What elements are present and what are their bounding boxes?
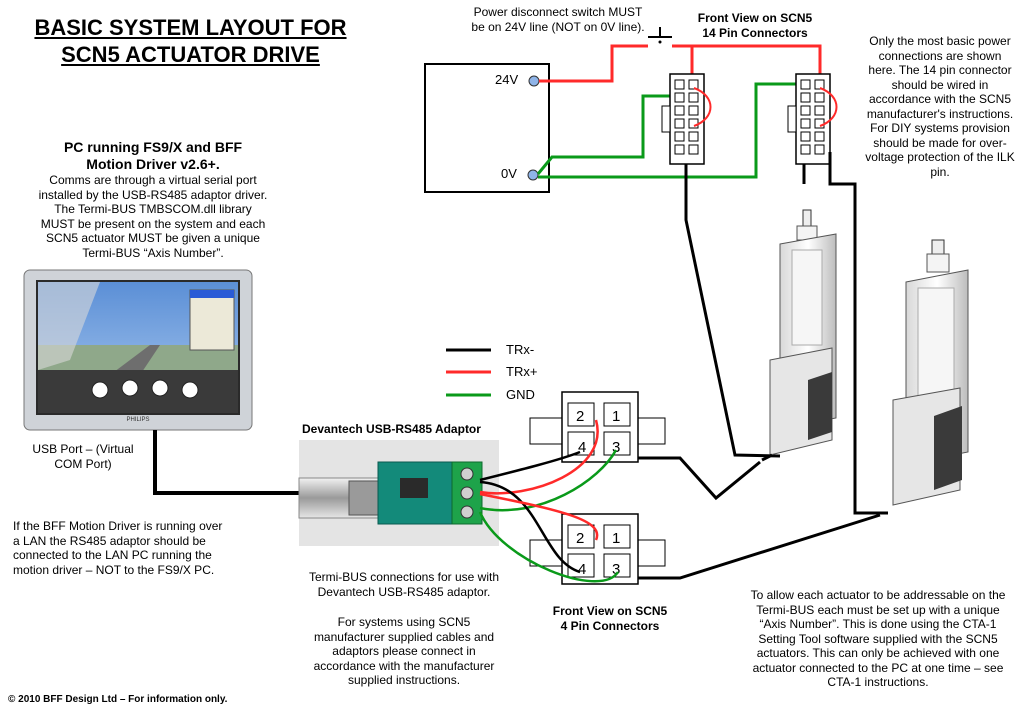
cable-actuator-1	[684, 164, 781, 458]
wire-gnd-top	[479, 449, 618, 512]
monitor-brand: PHILIPS	[126, 417, 150, 423]
connector-4pin-top	[529, 391, 666, 463]
wire-trx-plus-top	[479, 419, 599, 495]
pin-label-top-3: 3	[612, 439, 620, 456]
pin-label-bottom-3: 3	[612, 561, 620, 578]
power-note: Only the most basic power connections ar…	[865, 34, 1015, 179]
cable-4pin-top-to-actuator	[638, 456, 761, 501]
usb-port-label: USB Port – (Virtual COM Port)	[32, 442, 134, 471]
page-title: BASIC SYSTEM LAYOUT FOR SCN5 ACTUATOR DR…	[18, 14, 363, 68]
copyright: © 2010 BFF Design Ltd – For information …	[8, 694, 228, 705]
lan-note: If the BFF Motion Driver is running over…	[13, 519, 223, 577]
pin-label-top-1: 1	[612, 408, 620, 425]
adaptor-title: Devantech USB-RS485 Adaptor	[302, 422, 481, 436]
pc-monitor	[23, 269, 253, 431]
legend-trx-plus: TRx+	[506, 364, 538, 379]
wire-0v-green	[536, 94, 670, 175]
title-line-1: BASIC SYSTEM LAYOUT FOR	[34, 15, 347, 40]
pin-label-bottom-2: 2	[576, 530, 584, 547]
label-0v: 0V	[501, 166, 517, 181]
power-supply-box	[424, 63, 550, 193]
legend-gnd: GND	[506, 387, 535, 402]
termibus-note: Termi-BUS connections for use with Devan…	[308, 570, 500, 599]
usb-rs485-adaptor	[298, 440, 499, 546]
pin-label-bottom-1: 1	[612, 530, 620, 547]
switch-note: Power disconnect switch MUST be on 24V l…	[471, 5, 645, 34]
connector-14pin-right	[787, 73, 838, 165]
cable-4pin-bottom-to-actuator	[638, 513, 881, 580]
wire-trx-minus-bottom	[479, 480, 581, 574]
terminal-0v	[527, 169, 539, 181]
wire-trx-minus-top	[479, 450, 581, 482]
pin-label-top-4: 4	[578, 439, 586, 456]
usb-cable	[153, 430, 300, 495]
wire-trx-plus-bottom	[479, 492, 599, 541]
connectors14-title: Front View on SCN5 14 Pin Connectors	[697, 11, 813, 40]
wire-gnd-bottom	[478, 511, 620, 583]
power-switch-icon	[648, 27, 672, 44]
pc-title-line-1: PC running FS9/X and BFF	[63, 139, 243, 155]
connector-4pin-bottom	[529, 513, 666, 585]
actuator-1	[761, 209, 837, 462]
pc-description: PC running FS9/X and BFF Motion Driver v…	[8, 139, 298, 260]
actuator-2	[892, 239, 969, 506]
label-24v: 24V	[495, 72, 519, 87]
legend-trx-minus: TRx-	[506, 342, 535, 357]
terminal-24v	[528, 75, 540, 87]
connectors4-title: Front View on SCN5 4 Pin Connectors	[552, 604, 668, 633]
title-line-2: SCN5 ACTUATOR DRIVE	[61, 42, 320, 67]
axis-note: To allow each actuator to be addressable…	[750, 588, 1006, 689]
scn5-cables-note: For systems using SCN5 manufacturer supp…	[313, 615, 495, 687]
pin-label-top-2: 2	[576, 408, 584, 425]
pc-title-line-2: Motion Driver v2.6+.	[86, 156, 220, 172]
wire-0v-green-2	[538, 82, 798, 179]
pin-label-bottom-4: 4	[578, 561, 586, 578]
connector-14pin-left	[661, 73, 712, 165]
cable-actuator-2	[828, 152, 888, 515]
